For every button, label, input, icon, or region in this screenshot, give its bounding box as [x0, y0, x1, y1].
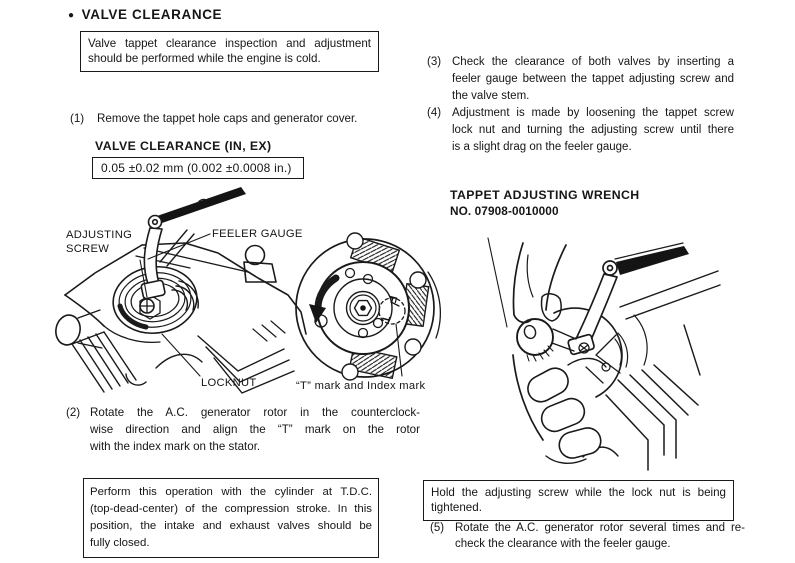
- tdc-caution-text: Perform this operation with the cylinder…: [90, 486, 372, 549]
- feeler-gauge-blade: [159, 229, 195, 267]
- rotor-t-mark: T: [378, 314, 391, 324]
- finger: [540, 397, 586, 433]
- arrow-head: [309, 304, 326, 323]
- step-5: (5) Rotate the A.C. generator rotor seve…: [430, 521, 750, 552]
- step-1-text: Remove the tappet hole caps and generato…: [97, 112, 358, 125]
- step-5-number: (5): [430, 522, 445, 534]
- feeler-gauge-leader-line: [147, 233, 211, 260]
- wrench-part-number: NO. 07908-0010000: [450, 204, 559, 218]
- wrench-in-use-illustration: [487, 237, 721, 471]
- locknut-leader-line: [161, 333, 201, 377]
- spec-heading: VALVE CLEARANCE (IN, EX): [95, 139, 272, 153]
- step-1-number: (1): [70, 112, 85, 125]
- spec-value: 0.05 ±0.02 mm (0.002 ±0.0008 in.): [101, 161, 292, 175]
- finger: [527, 367, 569, 403]
- page-title-text: VALVE CLEARANCE: [81, 7, 223, 22]
- step-4: (4) Adjustment is made by loosening the …: [427, 105, 737, 156]
- step-2-number: (2): [66, 406, 81, 419]
- rotor-f-mark: F: [385, 294, 398, 304]
- tdc-caution-box: Perform this operation with the cylinder…: [83, 478, 379, 558]
- feeler-gauge-label: FEELER GAUGE: [212, 228, 303, 240]
- step-1: (1) Remove the tappet hole caps and gene…: [70, 110, 410, 127]
- wrench-handle: [157, 187, 246, 223]
- step-3-text: Check the clearance of both valves by in…: [452, 56, 734, 102]
- wrench-heading: TAPPET ADJUSTING WRENCH: [450, 188, 640, 202]
- counterclockwise-arrow: [314, 274, 340, 312]
- t-mark-label: “T” mark and Index mark: [296, 380, 426, 392]
- step-3-number: (3): [427, 56, 442, 68]
- adjusting-screw-leader-line: [139, 259, 148, 298]
- page-title: ● VALVE CLEARANCE: [68, 7, 222, 22]
- step-4-number: (4): [427, 107, 442, 119]
- thumb-outline: [512, 242, 533, 324]
- adjuster-knob: [516, 318, 554, 356]
- wrench-leader-line: [487, 237, 508, 328]
- step-5-text: Rotate the A.C. generator rotor several …: [455, 522, 745, 550]
- bullet-icon: ●: [68, 10, 75, 21]
- wrench-handle: [616, 246, 689, 275]
- spec-box: 0.05 ±0.02 mm (0.002 ±0.0008 in.): [92, 157, 304, 179]
- step-3: (3) Check the clearance of both valves b…: [427, 54, 737, 105]
- tappet-adjustment-illustration: [55, 187, 307, 394]
- step-2: (2) Rotate the A.C. generator rotor in t…: [66, 404, 426, 455]
- cold-engine-note-text: Valve tappet clearance inspection and ad…: [88, 37, 371, 66]
- cold-engine-note-box: Valve tappet clearance inspection and ad…: [80, 31, 379, 72]
- rotor-hex-nut: [353, 299, 373, 317]
- hold-screw-caution-box: Hold the adjusting screw while the lock …: [423, 480, 734, 521]
- finger: [558, 427, 602, 459]
- step-4-text: Adjustment is made by loosening the tapp…: [452, 107, 734, 153]
- generator-rotor-illustration: F T: [295, 232, 441, 381]
- hold-screw-caution-text: Hold the adjusting screw while the lock …: [431, 486, 726, 515]
- locknut-label: LOCKNUT: [201, 377, 257, 389]
- t-mark-leader-line: [395, 323, 403, 377]
- t-mark-highlight-circle: [378, 297, 406, 325]
- step-2-text: Rotate the A.C. generator rotor in the c…: [90, 406, 420, 453]
